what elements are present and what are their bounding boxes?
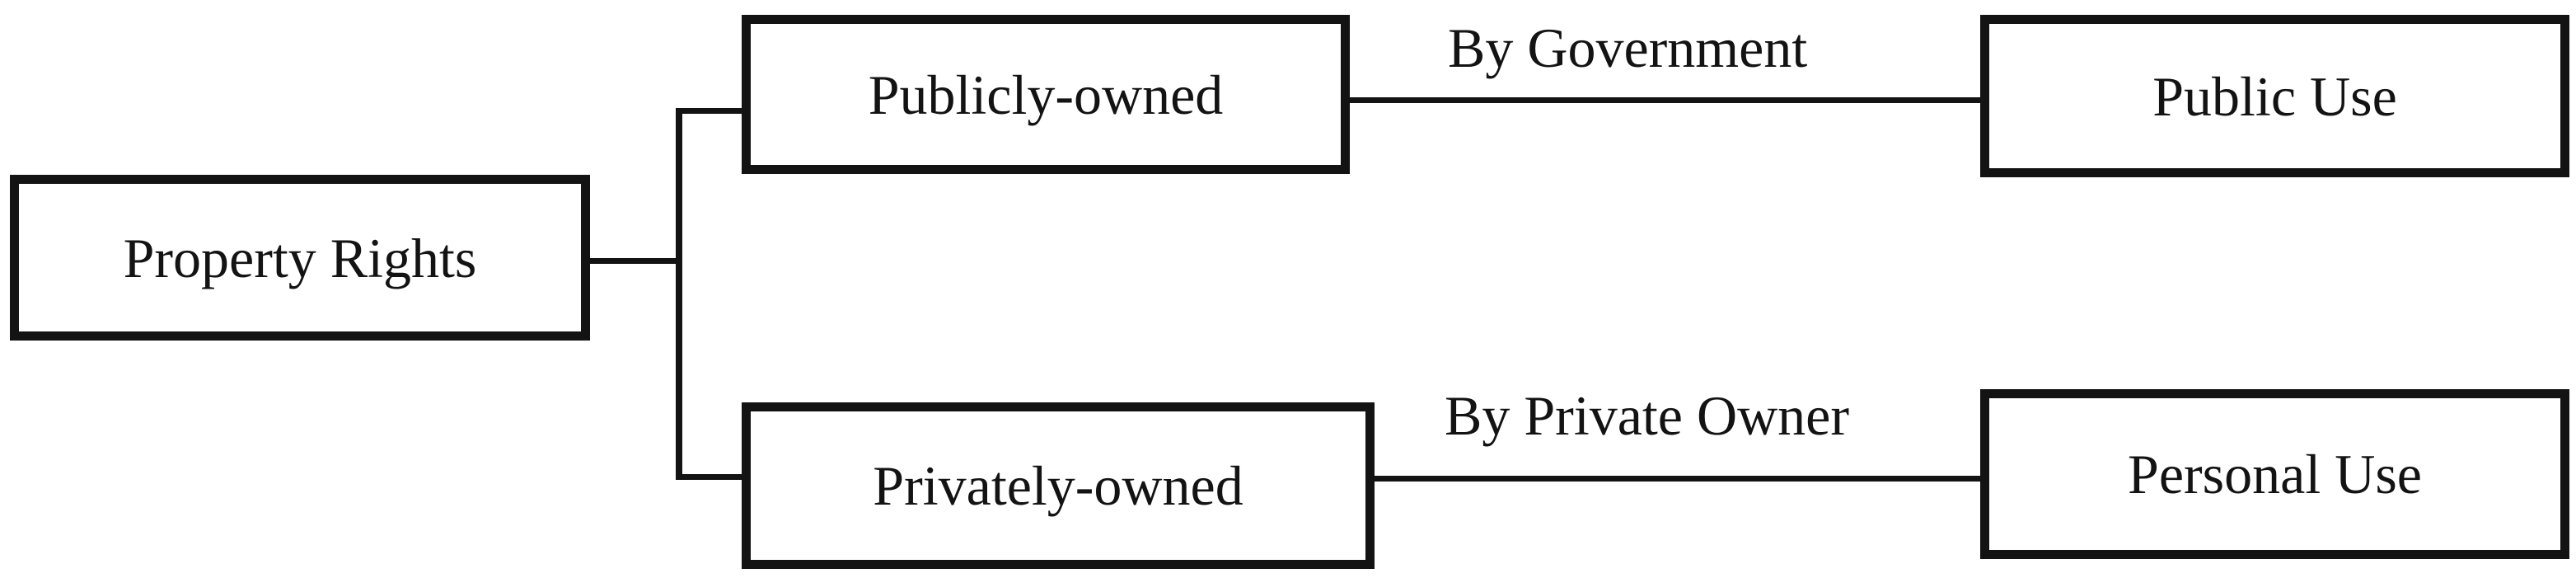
edge-publicly-owned-to-public-use-line xyxy=(1350,97,1980,103)
edge-branch-vertical-line xyxy=(676,108,682,480)
node-public-use-label: Public Use xyxy=(2152,64,2397,128)
node-privately-owned: Privately-owned xyxy=(742,402,1375,569)
edge-privately-owned-to-personal-use-line xyxy=(1375,476,1980,482)
edge-label-by-private-owner: By Private Owner xyxy=(1445,384,1850,447)
node-personal-use: Personal Use xyxy=(1980,389,2569,559)
node-publicly-owned: Publicly-owned xyxy=(742,15,1350,174)
edge-property-rights-to-branch-line xyxy=(590,258,682,264)
edge-label-by-government: By Government xyxy=(1448,16,1808,79)
node-publicly-owned-label: Publicly-owned xyxy=(868,63,1224,126)
node-privately-owned-label: Privately-owned xyxy=(873,454,1244,517)
edge-branch-to-publicly-owned-line xyxy=(676,108,746,114)
node-personal-use-label: Personal Use xyxy=(2128,443,2422,505)
node-property-rights-label: Property Rights xyxy=(123,226,477,289)
node-public-use: Public Use xyxy=(1980,15,2569,177)
node-property-rights: Property Rights xyxy=(10,175,590,341)
edge-branch-to-privately-owned-line xyxy=(676,474,748,480)
